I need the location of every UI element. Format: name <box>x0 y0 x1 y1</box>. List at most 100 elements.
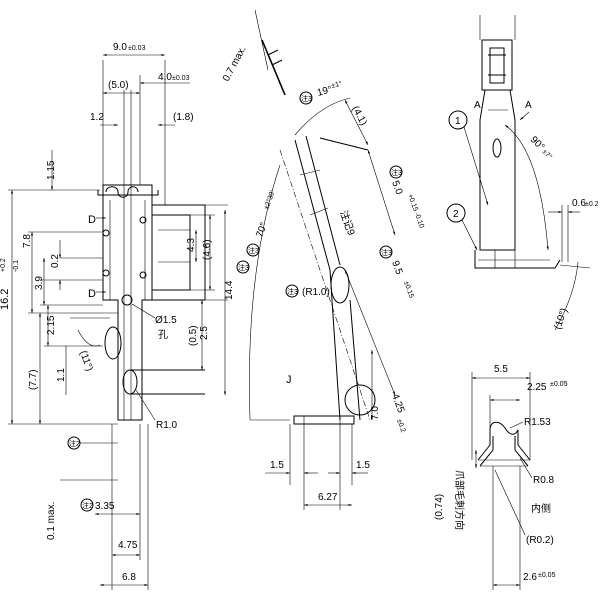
balloon-2-label: 2 <box>453 209 459 220</box>
dim-4-1 <box>344 99 369 146</box>
hole-1-5 <box>121 294 133 306</box>
r0-2-leader <box>494 469 526 536</box>
dim-0-2-label: 0.2 <box>50 254 61 268</box>
dim-4-75-label: 4.75 <box>118 540 138 551</box>
dim-2-15-label: 2.15 <box>46 315 57 335</box>
note-3d-label: 注3 <box>287 287 298 296</box>
dim-7-7-label: (7.7) <box>28 369 39 390</box>
dim-4-3-label: 4.3 <box>186 238 197 252</box>
inner-label: 内侧 <box>531 502 551 515</box>
dim-4-1-label: (4.1) <box>349 104 368 127</box>
r1-53-leader <box>509 421 524 429</box>
note-balloon <box>299 91 313 105</box>
centre-line <box>279 149 371 421</box>
angle-10-arc <box>554 261 579 331</box>
dim-4-0-tol: ±0.03 <box>172 75 190 82</box>
profile-curve <box>477 421 531 461</box>
note-3b-label: 注3 <box>238 263 249 272</box>
left-top-flange <box>97 190 159 196</box>
dim-2-6-tol: ±0.05 <box>538 572 556 579</box>
dim-7-0-label: 7.0 <box>370 406 381 420</box>
note-9-label: 注记9 <box>337 209 358 238</box>
left-snap-shape <box>105 186 139 198</box>
dim-2-6-label: 2.6 <box>523 572 537 583</box>
dim-5-0 <box>367 149 396 236</box>
dim-3-9-label: 3.9 <box>34 276 45 290</box>
dim-9-0-label: 9.0 <box>113 42 127 53</box>
balloon-1 <box>448 110 468 130</box>
angle-19-tol: ±1° <box>330 79 342 90</box>
angle-11-arc <box>77 329 101 347</box>
vertical-note: 爪部毛刺方向 <box>453 470 466 530</box>
dim-4-6-label: (4.6) <box>202 239 213 260</box>
base-foot <box>474 250 561 269</box>
note-balloon <box>246 243 260 257</box>
dim-16-2-tol-dn: -0.1 <box>13 260 20 272</box>
pin-ellipse <box>330 266 350 304</box>
blade-edge <box>319 137 369 151</box>
dim-0-5-label: (0.5) <box>188 325 199 346</box>
left-wing <box>152 204 206 301</box>
dim-6-8-label: 6.8 <box>122 572 136 583</box>
dim-0-1max-label: 0.1 max. <box>46 502 57 540</box>
shaft <box>479 89 516 251</box>
angle-19-label: 19° <box>316 84 333 99</box>
label-j: J <box>286 374 292 386</box>
r1-leader <box>135 389 156 421</box>
r1-0-label: (R1.0) <box>302 287 330 298</box>
angle-11-label: (11°) <box>77 349 95 373</box>
left-body-outline <box>102 184 153 421</box>
dim-6-27-label: 6.27 <box>318 492 338 503</box>
label-d-2: D <box>88 288 96 300</box>
base-plate <box>293 415 355 425</box>
blade-line <box>299 169 321 176</box>
note-3a-label: 注3 <box>301 94 312 103</box>
hole-char-label: 孔 <box>158 329 168 341</box>
dim-0-6-tol: ±0.2 <box>585 201 599 208</box>
dim-2-25-label: 2.25 <box>527 382 547 393</box>
label-d-1: D <box>88 214 96 226</box>
dim-4-0-label: 4.0 <box>158 72 172 83</box>
small-hole <box>139 216 147 224</box>
blade-tick <box>267 49 279 56</box>
left-view: 16.2 +0.2 -0.1 7.8 3.9 0.2 2.15 1.1 (7.7… <box>0 42 235 590</box>
blade-edge <box>294 139 331 271</box>
dim-3-35-label: 3.35 <box>95 501 115 512</box>
dim-2-5-label: 2.5 <box>199 326 210 340</box>
r0-2-label: (R0.2) <box>526 535 554 546</box>
small-hole <box>102 229 110 237</box>
angle-10-label: (10°) <box>552 307 570 331</box>
blade-edge <box>305 135 341 266</box>
dim-1-2-label: 1.2 <box>90 112 104 123</box>
note-2b-label: 注2 <box>82 501 93 510</box>
lower-pin <box>344 384 376 416</box>
balloon-1-label: 1 <box>455 116 461 127</box>
label-a1: A <box>474 100 481 111</box>
a-arrow <box>519 111 530 121</box>
dim-16-2-tol-up: +0.2 <box>0 258 7 272</box>
blade-lower <box>349 299 361 421</box>
balloon-2-leader <box>461 219 478 251</box>
angle-90-tol: ±7° <box>541 148 554 161</box>
dim-1-8-label: (1.8) <box>173 112 194 123</box>
dim-5-0-label: 5.0 <box>389 179 404 196</box>
blade-tick <box>271 59 283 66</box>
small-hole <box>139 271 147 279</box>
head-inner <box>489 47 505 84</box>
note-3e-label: 注3 <box>381 248 392 257</box>
dim-14-4-label: 14.4 <box>224 280 235 300</box>
dim-9-5 <box>344 269 396 396</box>
note-3c-label: 注3 <box>248 246 259 255</box>
dim-1-5a-label: 1.5 <box>270 460 284 471</box>
dim-5-0-tol: +0.15 -0.10 <box>406 193 425 229</box>
r0-8-label: R0.8 <box>533 475 555 486</box>
dim-0-7max-label: 0.7 max. <box>221 44 249 83</box>
note-balloon <box>80 498 94 512</box>
dim-4-25-tol: ±0.2 <box>395 418 406 433</box>
label-a2: A <box>525 100 532 111</box>
dim-0-74-label: (0.74) <box>434 494 445 520</box>
r1-53-label: R1.53 <box>524 417 551 428</box>
right-bottom-view: 5.5 2.25 ±0.05 R1.53 R0.8 内侧 (R0.2) 爪部毛刺… <box>434 364 568 590</box>
dim-7-8-label: 7.8 <box>22 234 33 248</box>
